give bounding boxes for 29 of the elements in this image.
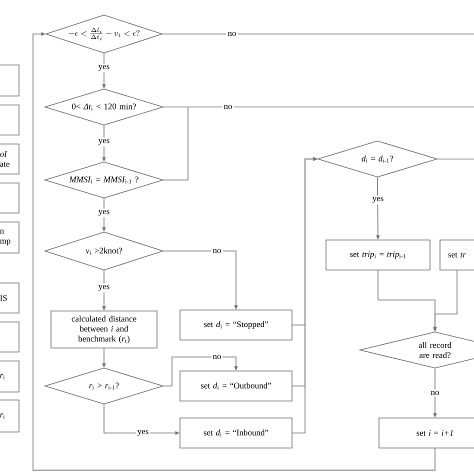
box <box>0 104 20 136</box>
process-box: calculated distance between i and benchmark (r$_{i}$) <box>50 310 158 348</box>
box: r$_{i}$ <box>0 360 20 392</box>
box: oI ate <box>0 144 20 174</box>
arrow <box>162 356 238 386</box>
edge-label: no <box>226 30 238 38</box>
process-box: set d$_{i}$ = “Outbound” <box>180 370 292 402</box>
box <box>0 322 20 352</box>
edge-label: yes <box>96 284 112 292</box>
edge-label: yes <box>96 64 112 72</box>
process-box: set d$_{i}$ = “Inbound” <box>180 418 292 448</box>
edge-label: yes <box>96 138 112 146</box>
edge-label: yes <box>96 208 112 218</box>
edge-label: yes <box>370 196 386 204</box>
box <box>0 182 20 214</box>
process-box: set d$_{i}$ = “Stopped” <box>180 310 292 340</box>
edge-label: no <box>429 389 441 397</box>
box <box>0 64 20 96</box>
process-box: set i = i+1 <box>378 418 474 448</box>
arrow <box>32 32 436 471</box>
box: r$_{i}$ <box>0 400 20 432</box>
box: n mp <box>0 222 20 254</box>
process-box: set tr <box>440 240 474 270</box>
edge-label: no <box>222 103 234 111</box>
edge-label: no <box>211 247 223 255</box>
edge-label: yes <box>136 428 150 438</box>
box: IS <box>0 282 20 314</box>
edge-label: no <box>211 353 223 361</box>
process-box: set trip$_{i}$ = trip$_{i-1}$ <box>326 240 430 270</box>
